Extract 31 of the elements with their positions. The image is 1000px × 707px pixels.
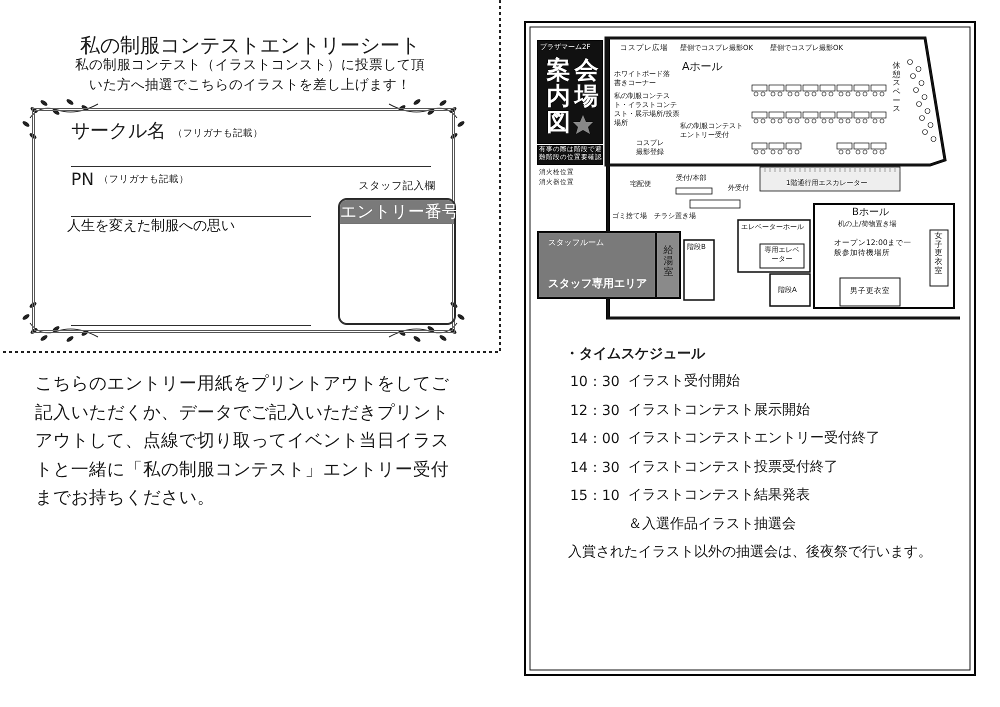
field-label: サークル名 (71, 119, 166, 144)
schedule-event: イラストコンテストエントリー受付終了 (628, 429, 880, 448)
schedule-time: 15：10 (570, 487, 620, 506)
field-caption: スタッフ記入欄 (358, 180, 436, 194)
schedule-event: イラストコンテスト展示開始 (628, 400, 810, 420)
schedule-note: 入賞されたイラスト以外の抽選会は、後夜祭で行います。 (568, 543, 932, 562)
area-label: スタッフ専用エリア (548, 277, 647, 292)
box-heading: エントリー番号 (340, 201, 454, 223)
map-heading: 案内図 (546, 58, 571, 136)
map-label: 女子更衣室 (934, 232, 943, 276)
schedule-time: 14：30 (570, 458, 620, 477)
subtitle-text: 私の制服コンテスト（イラストコンスト）に投票して頂いた方へ抽選でこちらのイラストを差し上げます！ (74, 56, 426, 95)
schedule-time: 14：00 (570, 430, 620, 448)
field-label: 人生を変えた制服への思い (67, 217, 235, 236)
field-label: PN (71, 169, 94, 192)
schedule-event: イラスト受付開始 (628, 372, 740, 391)
schedule-event: イラストコンテスト投票受付終了 (628, 458, 838, 476)
map-label: スタッフルーム (548, 238, 604, 248)
schedule-time: 12：30 (570, 402, 620, 420)
hint-text: （フリガナも記載） (99, 174, 189, 186)
title: 私の制服コンテストエントリーシート (79, 32, 421, 58)
hall-label: Bホール (852, 206, 889, 219)
hall-label: Aホール (682, 60, 723, 74)
schedule-time: 10：30 (570, 373, 620, 392)
instruction-text: こちらのエントリー用紙をプリントアウトをしてご記入いただくか、データでご記入いただきプリントアウトして、点線で切り取ってイベント当日イラストと一緒に「私の制服コンテスト」エントリー受付までお持ちください。 (35, 373, 450, 510)
map-heading: 会場 (574, 58, 599, 110)
schedule-heading: ・タイムスケジュール (565, 345, 705, 364)
hint-text: （フリガナも記載） (173, 128, 263, 140)
map-label: 休憩スペース (892, 62, 901, 114)
schedule-event: イラストコンテスト結果発表＆入選作品イラスト抽選会 (628, 486, 811, 534)
map-label: 給湯室 (663, 246, 674, 278)
